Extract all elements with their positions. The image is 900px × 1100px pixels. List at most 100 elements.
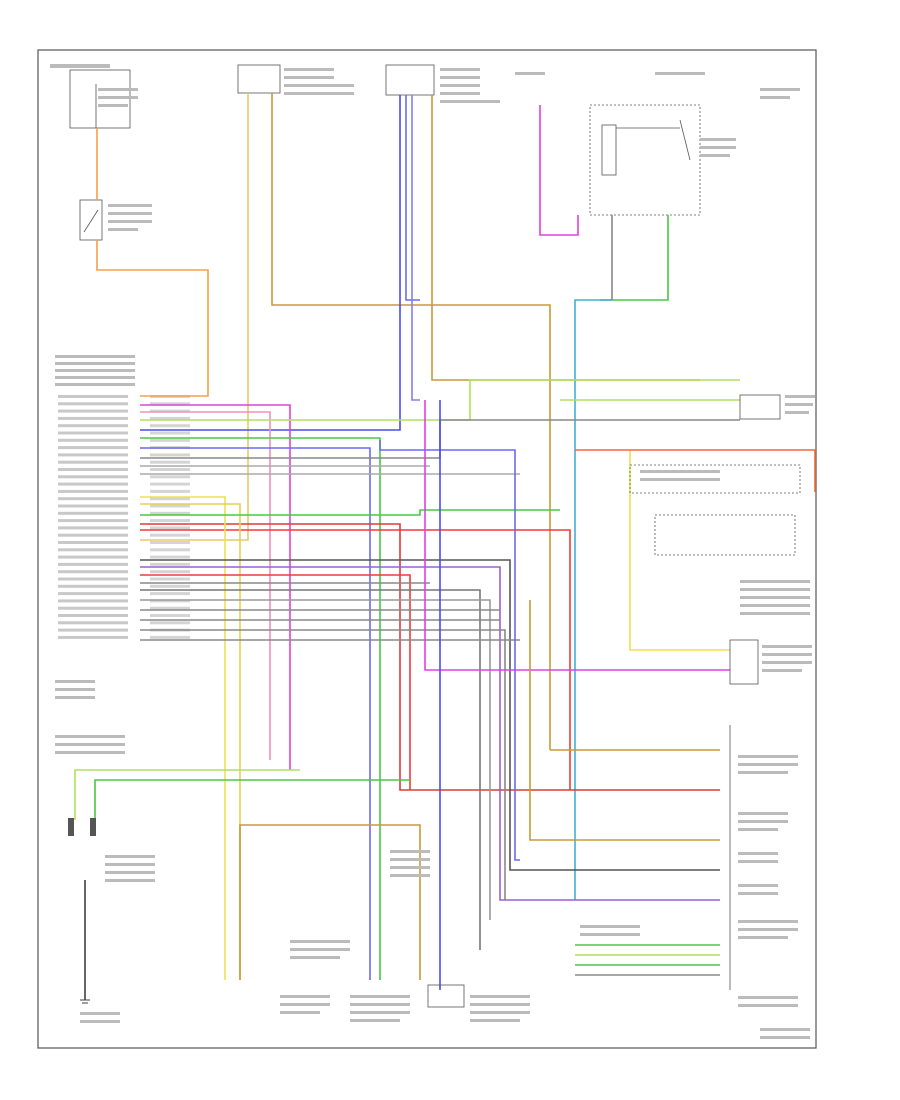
- wire-color-label-bar: [150, 577, 190, 581]
- wire-blue-h: [140, 447, 371, 980]
- pin-label-bar: [58, 438, 128, 442]
- wire-red-3: [140, 574, 411, 790]
- wire-red-1: [140, 529, 571, 790]
- wire-color-label-bar: [150, 555, 190, 559]
- pin-label-bar: [58, 577, 128, 581]
- pin-label-bar: [58, 446, 128, 450]
- wire-brown-bottom-2: [239, 824, 421, 980]
- wire-color-label-bar: [150, 409, 190, 413]
- pin-label-bar: [58, 468, 128, 471]
- wire-blue-1: [140, 95, 401, 431]
- wire-yellow-2: [140, 503, 241, 980]
- wire-green-1: [140, 379, 740, 421]
- wire-magenta-2: [424, 400, 730, 671]
- wire-color-label-bar: [150, 482, 190, 486]
- wire-yellow-right: [629, 450, 730, 651]
- wire-magenta-1: [140, 404, 291, 770]
- right-components: [629, 394, 815, 1039]
- pin-label-bar: [58, 541, 128, 544]
- wire-color-label-bar: [150, 416, 190, 420]
- wire-color-label-bar: [150, 402, 190, 406]
- wire-color-label-bar: [150, 621, 190, 625]
- pin-label-bar: [58, 482, 128, 486]
- wire-color-label-bar: [150, 489, 190, 493]
- pin-label-bar: [58, 416, 128, 420]
- pin-label-bar: [58, 424, 128, 428]
- wire-color-label-bar: [150, 562, 190, 566]
- pin-label-bar: [58, 621, 128, 625]
- wire-color-label-bar: [150, 541, 190, 544]
- wire-green-3: [140, 509, 560, 516]
- wire-color-label-bar: [150, 533, 190, 537]
- wire-color-label-bar: [150, 453, 190, 457]
- power-distribution-box: [50, 64, 138, 129]
- wire-color-label-bar: [150, 460, 190, 464]
- diagram-frame: [37, 49, 817, 1049]
- pin-label-bar: [58, 592, 128, 596]
- wire-color-label-bar: [150, 431, 190, 435]
- wire-color-label-bar: [150, 526, 190, 530]
- wire-red-right: [575, 449, 816, 492]
- wire-green-tr: [600, 215, 669, 301]
- wire-color-label-bar: [150, 570, 190, 574]
- wire-green-left: [94, 779, 410, 820]
- left-middle-labels: [55, 680, 155, 882]
- pin-label-bar: [58, 606, 128, 610]
- pin-label-bar: [58, 562, 128, 566]
- wire-yellow-1: [140, 496, 226, 980]
- wire-brown-2: [431, 95, 700, 381]
- wire-group: [74, 93, 816, 1000]
- pin-label-bar: [58, 402, 128, 406]
- pin-label-bar: [58, 504, 128, 508]
- wire-cyan-tr: [574, 299, 612, 900]
- pin-label-bar: [58, 614, 128, 617]
- wire-color-label-bar: [150, 468, 190, 471]
- wire-color-label-bar: [150, 599, 190, 603]
- wire-color-label-bar: [150, 497, 190, 501]
- wire-color-label-bar: [150, 504, 190, 508]
- wire-color-label-bar: [150, 584, 190, 588]
- wire-magenta-tr: [539, 105, 579, 236]
- pin-label-bar: [58, 548, 128, 552]
- pin-label-bar: [58, 409, 128, 413]
- wire-gray-6: [140, 599, 491, 920]
- wire-green-2: [140, 437, 381, 980]
- wire-orange-main: [96, 240, 209, 397]
- wire-brown-3: [529, 600, 720, 841]
- pin-label-bar: [58, 511, 128, 515]
- wire-blue-3: [411, 95, 420, 401]
- wire-color-label-bar: [150, 614, 190, 617]
- pin-label-bar: [58, 635, 128, 639]
- ecu-connector-labels: [55, 355, 190, 639]
- wire-color-label-bar: [150, 635, 190, 639]
- relay-top-right: [515, 72, 800, 216]
- wire-blue-bottom: [379, 440, 520, 861]
- wire-purple-1: [140, 566, 720, 901]
- pin-label-bar: [58, 395, 128, 398]
- wire-color-label-bar: [150, 424, 190, 428]
- pin-label-bar: [58, 460, 128, 464]
- wire-red-2: [140, 523, 720, 791]
- wire-gray-5: [140, 589, 481, 950]
- connector-top-center: [385, 64, 500, 103]
- pin-label-bar: [58, 431, 128, 435]
- pin-label-bar: [58, 628, 128, 632]
- wire-gray-9: [140, 629, 506, 900]
- ground-symbol: [80, 999, 90, 1004]
- wire-color-label-bar: [150, 592, 190, 596]
- pin-label-bar: [58, 526, 128, 530]
- pin-label-bar: [58, 570, 128, 574]
- wire-yellow-top: [140, 93, 249, 541]
- pin-label-bar: [58, 555, 128, 559]
- pin-label-bar: [58, 599, 128, 603]
- wire-color-label-bar: [150, 511, 190, 515]
- bottom-components: [80, 850, 640, 1023]
- pin-label-bar: [58, 533, 128, 537]
- pin-label-bar: [58, 497, 128, 501]
- wire-color-label-bar: [150, 519, 190, 523]
- pin-label-bar: [58, 475, 128, 479]
- relay-top-left: [79, 199, 152, 241]
- wire-lgreen-left: [74, 769, 300, 820]
- pin-label-bar: [58, 519, 128, 523]
